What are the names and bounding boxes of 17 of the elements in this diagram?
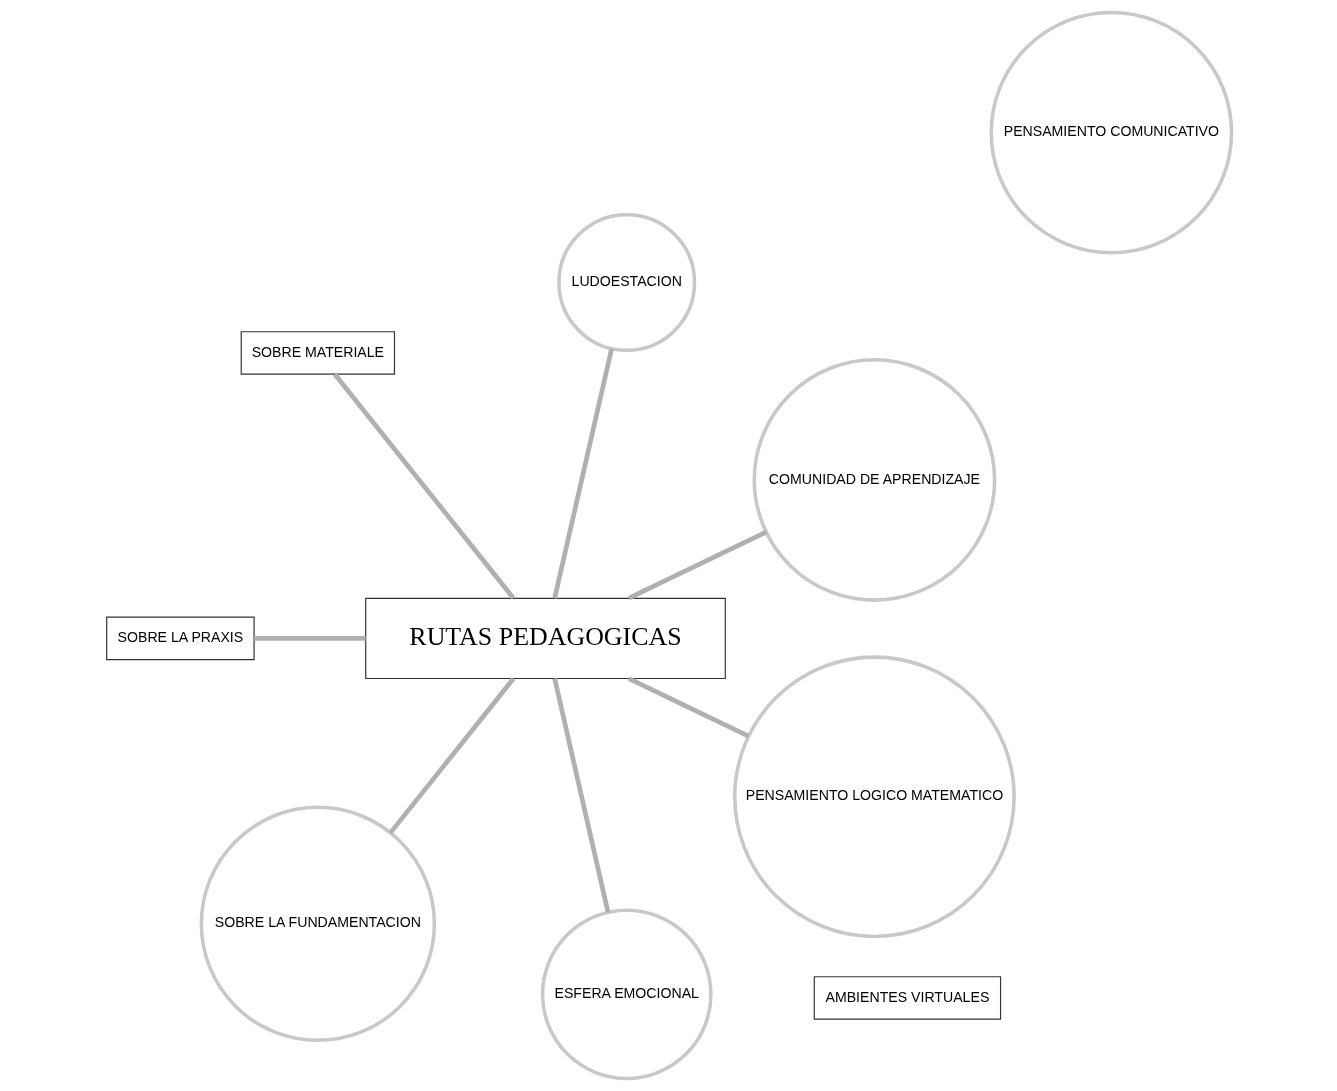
node-box: AMBIENTES VIRTUALES [813,976,1001,1020]
connector [627,676,749,739]
node-circle: PENSAMIENTO COMUNICATIVO [988,10,1233,255]
connector [627,529,767,601]
node-box: SOBRE MATERIALE [240,331,395,375]
node-circle: ESFERA EMOCIONAL [540,908,713,1081]
node-box: SOBRE LA PRAXIS [105,616,255,661]
connector [332,372,515,600]
connector [551,678,610,913]
connector [253,636,366,641]
connector [388,677,515,835]
connector [551,348,614,599]
node-box: RUTAS PEDAGOGICAS [364,597,726,680]
node-circle: SOBRE LA FUNDAMENTACION [199,805,436,1043]
node-circle: PENSAMIENTO LOGICO MATEMATICO [732,655,1016,939]
node-circle: COMUNIDAD DE APRENDIZAJE [752,358,996,602]
node-circle: LUDOESTACION [556,212,696,352]
